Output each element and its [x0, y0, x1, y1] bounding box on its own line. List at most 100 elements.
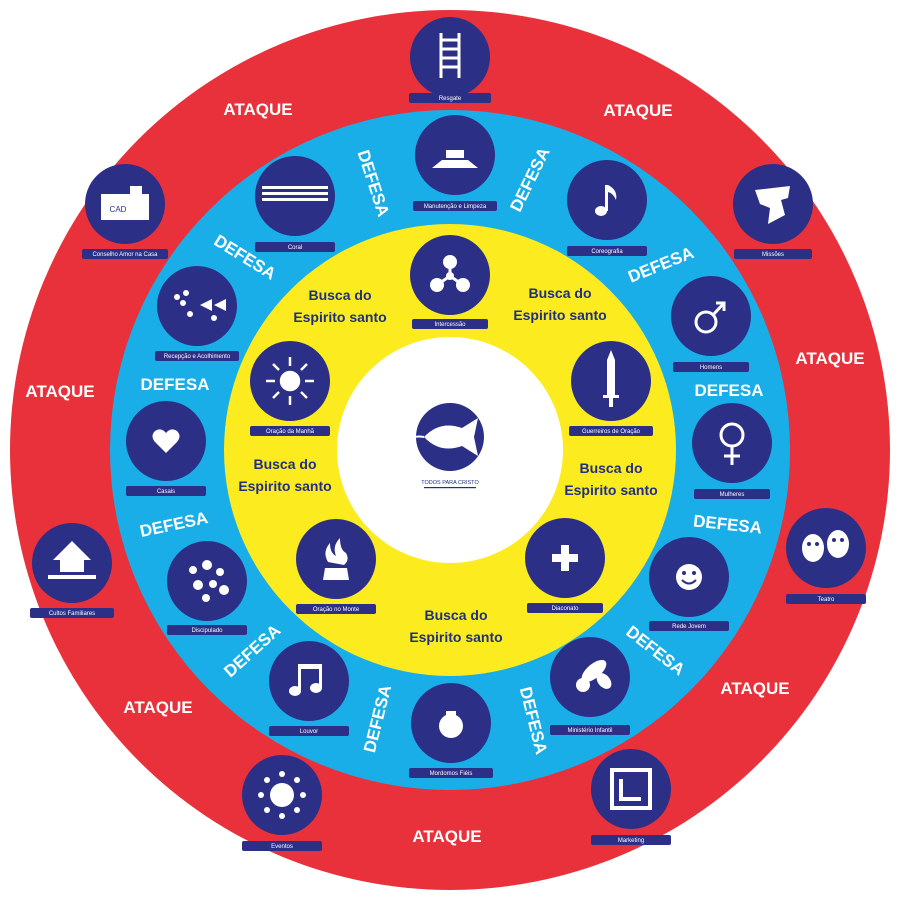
badge-caption: Resgate — [439, 96, 462, 102]
ataque-label: ATAQUE — [123, 698, 192, 717]
outer-item-eventos[interactable]: Eventos — [242, 755, 322, 851]
busca-line2: Espirito santo — [564, 482, 657, 498]
badge-bar — [409, 768, 493, 778]
badge-bar — [242, 841, 322, 851]
badge-bar — [409, 93, 491, 103]
dots-icon — [189, 560, 229, 602]
badge-circle — [157, 266, 237, 346]
badge-circle — [671, 276, 751, 356]
outer-item-marketing[interactable]: Marketing — [591, 749, 671, 845]
busca-line1: Busca do — [424, 607, 487, 623]
badge-caption: Conselho Amor na Casa — [92, 252, 158, 258]
ataque-label: ATAQUE — [603, 101, 672, 120]
choir-icon — [262, 186, 328, 201]
badge-bar — [786, 594, 866, 604]
badge-caption: Louvor — [300, 729, 318, 735]
sun-icon — [258, 771, 306, 819]
pot-icon — [439, 711, 463, 738]
badge-bar — [591, 835, 671, 845]
badge-bar — [649, 621, 729, 631]
badge-caption: Diaconato — [551, 606, 579, 612]
inner-item-intercessao[interactable]: Intercessão — [410, 235, 490, 329]
badge-caption: Manutenção e Limpeza — [424, 204, 487, 210]
male-symbol-icon — [694, 301, 726, 334]
busca-line1: Busca do — [253, 456, 316, 472]
badge-bar — [567, 246, 647, 256]
ataque-label: ATAQUE — [795, 349, 864, 368]
middle-item-ministerio-infantil[interactable]: Ministério Infantil — [550, 637, 630, 735]
middle-item-coral[interactable]: Coral — [255, 156, 335, 252]
busca-line2: Espirito santo — [513, 307, 606, 323]
badge-caption: Oração no Monte — [313, 607, 360, 613]
badge-caption: Oração da Manhã — [266, 429, 315, 435]
badge-bar — [569, 426, 653, 436]
busca-line2: Espirito santo — [409, 629, 502, 645]
busca-label: Busca do Espirito santo — [513, 285, 606, 323]
badge-bar — [413, 201, 497, 211]
badge-caption: Casais — [157, 489, 175, 495]
ladder-icon — [439, 33, 461, 78]
badge-bar — [550, 725, 630, 735]
female-symbol-icon — [719, 422, 745, 465]
middle-item-louvor[interactable]: Louvor — [269, 641, 349, 736]
badge-bar — [296, 604, 376, 614]
middle-item-mordomos-fieis[interactable]: Mordomos Fiéis — [409, 683, 493, 778]
badge-bar — [269, 726, 349, 736]
badge-bar — [167, 625, 247, 635]
inner-item-diaconato[interactable]: Diaconato — [525, 518, 605, 613]
outer-item-missoes[interactable]: Missões — [733, 164, 813, 259]
badge-bar — [126, 486, 206, 496]
badge-bar — [412, 319, 488, 329]
busca-line2: Espirito santo — [293, 309, 386, 325]
fish-icon — [415, 403, 484, 471]
house-icon — [48, 541, 96, 579]
badge-caption: Ministério Infantil — [567, 728, 612, 734]
badge-caption: Eventos — [271, 844, 293, 850]
badge-caption: Cultos Familiares — [49, 611, 95, 617]
badge-caption: Intercessão — [434, 322, 466, 328]
badge-caption: Coral — [288, 245, 302, 251]
center-logo: TODOS PARA CRISTO — [415, 403, 484, 489]
inner-item-guerreiros[interactable]: Guerreiros de Oração — [569, 341, 653, 436]
network-icon — [430, 255, 470, 292]
busca-line1: Busca do — [528, 285, 591, 301]
busca-label: Busca do Espirito santo — [238, 456, 331, 494]
middle-item-rede-jovem[interactable]: Rede Jovem — [649, 537, 729, 631]
outer-item-resgate[interactable]: Resgate — [409, 17, 491, 103]
smile-icon — [676, 564, 702, 590]
middle-item-manutencao[interactable]: Manutenção e Limpeza — [413, 115, 497, 211]
middle-item-discipulado[interactable]: Discipulado — [167, 541, 247, 635]
inner-item-oracao-manha[interactable]: Oração da Manhã — [250, 341, 330, 436]
badge-caption: Missões — [762, 252, 784, 258]
badge-circle — [255, 156, 335, 236]
arrows-icon — [174, 290, 226, 321]
frame-icon — [610, 768, 652, 810]
inner-item-oracao-monte[interactable]: Oração no Monte — [296, 519, 376, 614]
badge-caption: Discipulado — [191, 628, 223, 634]
badge-bar — [82, 249, 168, 259]
outer-item-conselho[interactable]: CAD Conselho Amor na Casa — [82, 164, 168, 259]
middle-item-coreografia[interactable]: Coreografia — [567, 160, 647, 256]
badge-caption: Homens — [700, 365, 722, 371]
busca-line1: Busca do — [308, 287, 371, 303]
middle-item-homens[interactable]: Homens — [671, 276, 751, 372]
badge-caption: Recepção e Acolhimento — [164, 354, 231, 360]
badge-caption: Guerreiros de Oração — [582, 429, 641, 435]
outer-item-cultos-familiares[interactable]: Cultos Familiares — [30, 523, 114, 618]
badge-circle — [269, 641, 349, 721]
theater-masks-icon — [802, 530, 849, 562]
busca-line2: Espirito santo — [238, 478, 331, 494]
badge-circle — [692, 403, 772, 483]
badge-caption: Mordomos Fiéis — [430, 771, 473, 777]
sword-icon — [603, 350, 619, 407]
middle-item-recepcao[interactable]: Recepção e Acolhimento — [155, 266, 239, 361]
badge-caption: Mulheres — [720, 492, 745, 498]
badge-caption: Rede Jovem — [672, 624, 706, 630]
ataque-label: ATAQUE — [412, 827, 481, 846]
middle-item-mulheres[interactable]: Mulheres — [692, 403, 772, 499]
badge-bar — [30, 608, 114, 618]
middle-item-casais[interactable]: Casais — [126, 401, 206, 496]
outer-item-teatro[interactable]: Teatro — [786, 508, 866, 604]
logo-text: TODOS PARA CRISTO — [421, 480, 479, 486]
